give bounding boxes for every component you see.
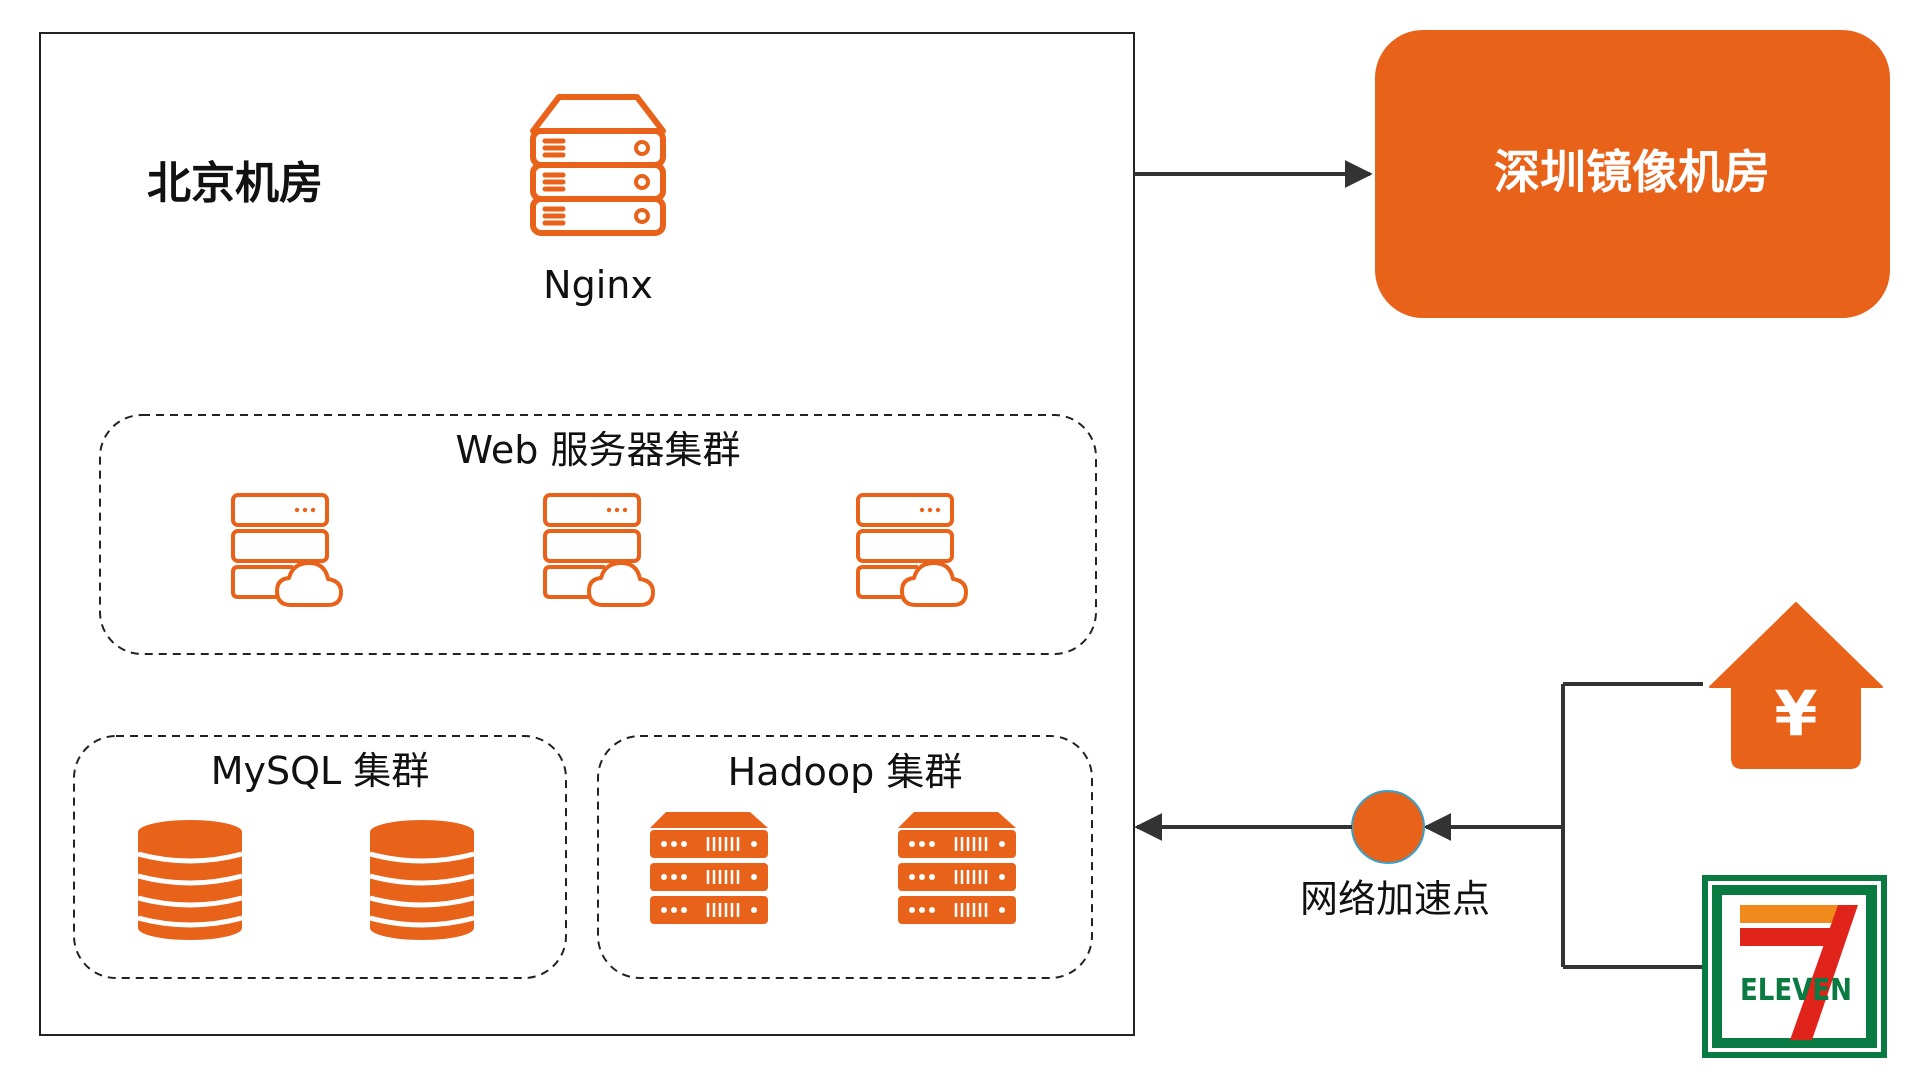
seven-eleven-text: ELEVEN xyxy=(1740,973,1852,1008)
shenzhen-mirror-label: 深圳镜像机房 xyxy=(1494,145,1770,199)
database-icon xyxy=(138,820,242,940)
accel-point-node xyxy=(1351,790,1425,864)
hadoop-cluster-label: Hadoop 集群 xyxy=(728,750,963,794)
nginx-label: Nginx xyxy=(543,263,653,307)
home-price-icon: ¥ xyxy=(1709,602,1883,769)
mysql-cluster-label: MySQL 集群 xyxy=(211,749,430,793)
database-icon xyxy=(370,820,474,940)
mysql-cluster-box xyxy=(73,735,567,979)
yuan-symbol: ¥ xyxy=(1774,677,1817,750)
web-cluster-box xyxy=(99,414,1097,655)
beijing-datacenter-title: 北京机房 xyxy=(147,158,323,209)
seven-eleven-logo: ELEVEN xyxy=(1702,875,1887,1058)
accel-point-label: 网络加速点 xyxy=(1300,877,1490,921)
web-cluster-label: Web 服务器集群 xyxy=(456,428,741,472)
shenzhen-mirror-box xyxy=(1375,30,1890,318)
